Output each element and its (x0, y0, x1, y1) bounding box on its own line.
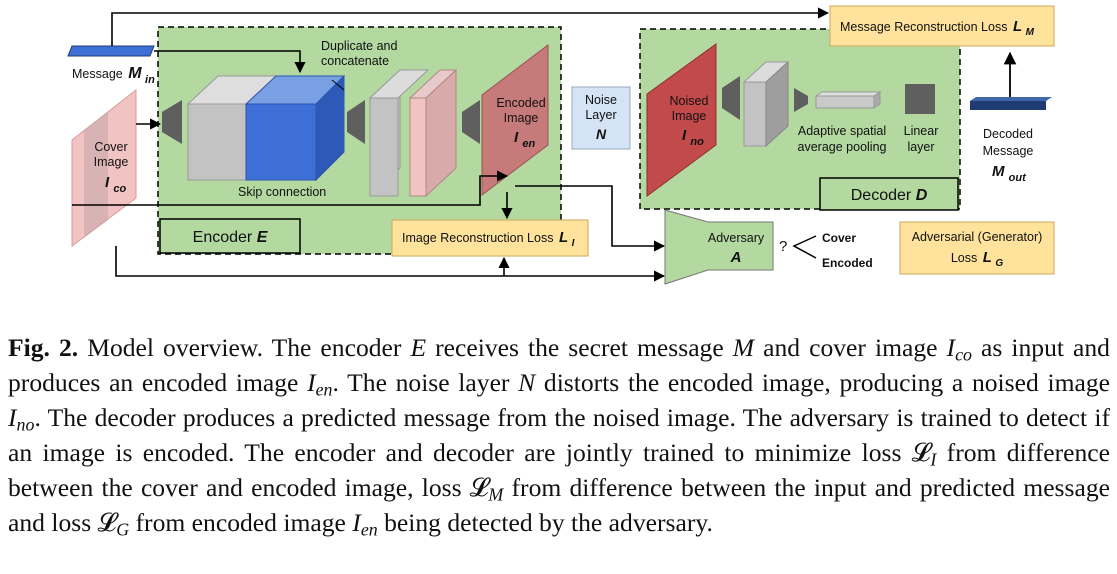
caption-text: Model overview. The encoder (78, 333, 411, 362)
caption-subscript: no (16, 414, 35, 435)
caption-subscript: G (116, 519, 130, 540)
noise-layer-box (571, 86, 631, 150)
caption-text: being detected by the adversary. (377, 508, 713, 537)
encoded-to-adversary-arrow (515, 185, 666, 252)
choice-cover: Cover (822, 231, 856, 245)
noised-image-line2: Image (672, 109, 707, 123)
caption-subscript: en (315, 379, 333, 400)
decoder-label: Decoder D (851, 187, 928, 204)
caption-symbol: I (946, 333, 956, 362)
adversary-block (664, 209, 774, 285)
encoded-image-line2: Image (504, 111, 539, 125)
adversary-label: Adversary (708, 231, 765, 245)
adversary-symbol: A (730, 249, 742, 266)
cover-image-front (84, 112, 108, 238)
caption-label: Fig. 2. (8, 333, 79, 362)
caption-symbol: I (352, 508, 361, 537)
caption-text: . The decoder produces a predicted messa… (8, 403, 1110, 467)
cover-to-adversary-arrow (115, 246, 666, 282)
conv-layer-3 (462, 100, 480, 144)
caption-symbol: 𝓛 (469, 473, 489, 502)
caption-subscript: co (955, 344, 972, 365)
figure-caption: Fig. 2. Model overview. The encoder E re… (8, 330, 1110, 540)
caption-symbol: M (732, 333, 755, 362)
concat-block (186, 74, 346, 182)
noise-layer-line2: Layer (585, 108, 616, 122)
caption-symbol: E (410, 333, 427, 362)
skip-connection-arrow (72, 170, 509, 206)
caption-symbol: I (307, 368, 316, 397)
choice-branch (792, 235, 817, 259)
duplicate-label-2: concatenate (321, 54, 389, 68)
linear-label-2: layer (907, 140, 934, 154)
noised-image-line1: Noised (670, 94, 709, 108)
decoder-conv-2 (794, 88, 808, 112)
adv-loss-box (899, 221, 1055, 275)
decoded-message-line1: Decoded (983, 127, 1033, 141)
decoded-message-line2: Message (983, 144, 1034, 158)
cover-image-line1: Cover (94, 140, 127, 154)
decoder-conv-1 (722, 76, 740, 120)
caption-symbol: I (8, 403, 17, 432)
message-to-loss-arrow (111, 7, 830, 46)
caption-text: from difference between the cover and en… (8, 438, 1110, 502)
caption-symbol: 𝓛 (97, 508, 117, 537)
linear-layer-block (905, 84, 935, 114)
caption-subscript: I (930, 449, 937, 470)
duplicate-label-1: Duplicate and (321, 39, 397, 53)
adv-loss-line1: Adversarial (Generator) (912, 230, 1043, 244)
caption-text: as input and produces an encoded image (8, 333, 1110, 397)
encoder-slabs (368, 68, 458, 198)
caption-text: from encoded image (129, 508, 353, 537)
caption-subscript: en (360, 519, 378, 540)
noised-image-slab (646, 43, 717, 197)
cover-image-symbol: I co (105, 174, 126, 195)
caption-text: distorts the encoded image, producing a … (535, 368, 1110, 397)
decoder-label-box (819, 177, 959, 211)
encoder-label: Encoder E (193, 229, 269, 246)
pooling-label-2: average pooling (798, 140, 887, 154)
linear-label-1: Linear (904, 124, 939, 138)
noise-layer-line1: Noise (585, 93, 617, 107)
decoded-message-symbol: M out (992, 163, 1027, 184)
pooling-block (814, 91, 882, 109)
encoded-image-slab (481, 43, 549, 197)
decoder-slab (742, 60, 790, 148)
caption-symbol: 𝓛 (911, 438, 931, 467)
noised-image-symbol: I no (682, 127, 704, 148)
caption-subscript: M (488, 484, 504, 505)
message-arrow (154, 50, 306, 74)
caption-text: and cover image (754, 333, 947, 362)
conv-layer-2 (347, 100, 365, 144)
pooling-label-1: Adaptive spatial (798, 124, 886, 138)
cover-image-line2: Image (94, 155, 129, 169)
model-overview-diagram: Message M in Cover Image I co Duplicate … (67, 5, 1055, 285)
message-in-bar (67, 45, 155, 57)
message-loss-box (829, 5, 1055, 47)
question-mark: ? (779, 238, 787, 255)
decoded-message-bar (970, 97, 1052, 110)
encoder-label-box (159, 218, 301, 254)
conv-layer-1 (162, 100, 182, 144)
encoded-image-symbol: I en (514, 129, 535, 150)
caption-symbol: N (518, 368, 536, 397)
message-in-label: Message M in (72, 65, 155, 86)
caption-text: from difference between the input and pr… (8, 473, 1110, 537)
encoded-image-line1: Encoded (496, 96, 545, 110)
message-loss-label: Message Reconstruction Loss L M (840, 18, 1035, 38)
skip-connection-label: Skip connection (238, 185, 326, 199)
image-loss-box (391, 219, 589, 257)
caption-text: receives the secret message (426, 333, 733, 362)
adv-loss-line2: Loss L G (951, 249, 1004, 269)
caption-text: . The noise layer (332, 368, 519, 397)
image-loss-label: Image Reconstruction Loss L I (402, 229, 575, 249)
choice-encoded: Encoded (822, 256, 873, 270)
noise-layer-symbol: N (596, 126, 607, 142)
